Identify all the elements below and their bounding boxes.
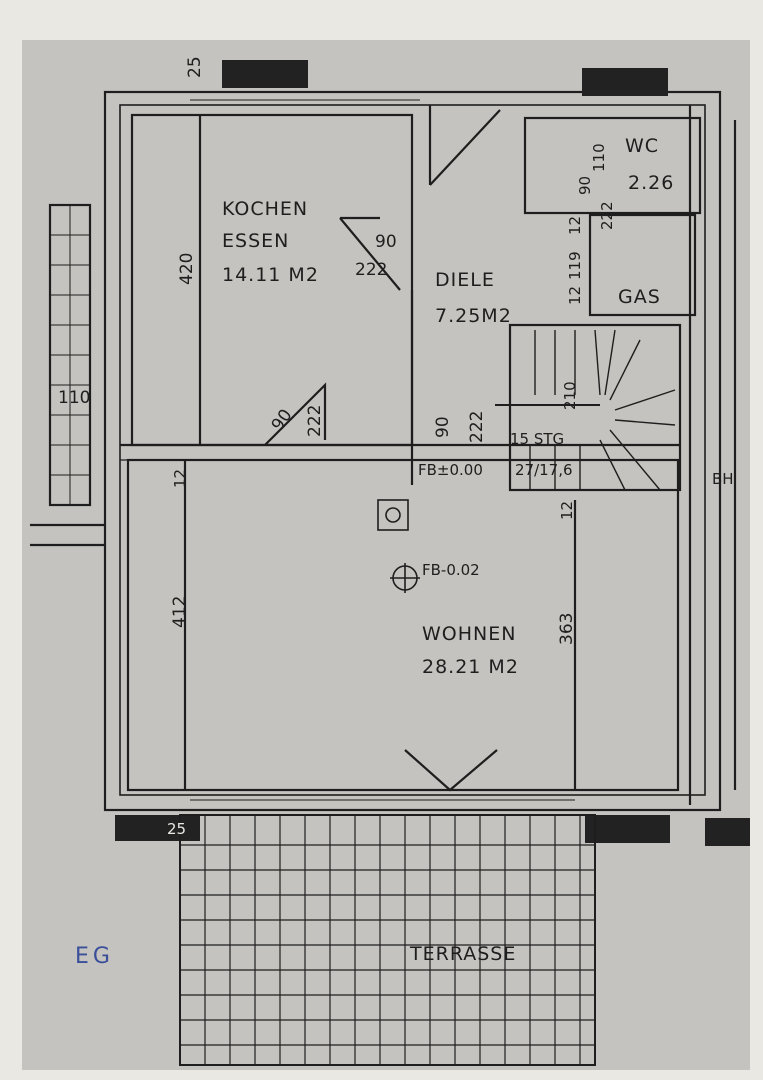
dim-left-110: 110 xyxy=(58,388,90,408)
wc-name: WC xyxy=(625,135,659,157)
wc-area: 2.26 xyxy=(628,172,674,194)
dim-kitchen-door-w: 90 xyxy=(375,232,397,252)
terrasse-name: TERRASSE xyxy=(409,943,516,965)
dim-wc-222: 222 xyxy=(598,201,616,230)
stair-steps: 15 STG xyxy=(510,430,564,448)
terrace-door xyxy=(404,749,498,792)
vent-bottom-right xyxy=(585,815,670,843)
terrace-grid xyxy=(179,814,596,1066)
dim-inner-door-h: 222 xyxy=(305,405,325,437)
wc-room-outline xyxy=(523,116,702,215)
dim-wall-12-right: 12 xyxy=(558,501,576,520)
diele-area: 7.25M2 xyxy=(435,305,512,327)
dim-stair-210: 210 xyxy=(561,381,579,410)
diele-name: DIELE xyxy=(435,269,495,291)
dim-wc-12b: 12 xyxy=(566,286,584,305)
plan-sheet xyxy=(22,40,750,1070)
dim-wall-12-left: 12 xyxy=(171,469,189,488)
vents xyxy=(115,60,750,846)
wohnen-area: 28.21 M2 xyxy=(422,656,519,678)
stair-outline xyxy=(508,323,682,492)
inner-door-swing xyxy=(264,382,327,446)
dim-living-height: 412 xyxy=(170,596,190,628)
level-fb-002: FB-0.02 xyxy=(422,561,480,579)
vent-bottom-left xyxy=(115,815,200,841)
gas-name: GAS xyxy=(618,286,661,308)
stair-treads xyxy=(495,329,676,491)
chimney-icon xyxy=(377,499,409,531)
dim-top-25: 25 xyxy=(185,56,205,78)
dim-kitchen-height: 420 xyxy=(177,253,197,285)
kitchen-door-swing xyxy=(339,216,401,291)
level-symbols xyxy=(377,499,420,593)
left-stair-grid xyxy=(50,205,90,505)
kitchen-area: 14.11 M2 xyxy=(222,264,319,286)
wohnen-name: WOHNEN xyxy=(422,623,516,645)
vent-bottom-far-right xyxy=(705,818,750,846)
vent-top-left xyxy=(222,60,308,88)
dim-diele-door-w: 90 xyxy=(433,416,453,438)
entrance-door-swing xyxy=(429,109,501,186)
dim-wc-119: 119 xyxy=(566,251,584,280)
level-fb-000: FB±0.00 xyxy=(418,461,483,479)
dim-bottom-25: 25 xyxy=(167,820,186,838)
dim-wc-90: 90 xyxy=(576,176,594,195)
vent-top-right xyxy=(582,68,668,96)
dim-wc-110: 110 xyxy=(590,143,608,172)
living-room-outline xyxy=(126,458,680,792)
gas-room-outline xyxy=(588,213,697,317)
floor-label: EG xyxy=(75,944,114,969)
outer-wall xyxy=(103,90,722,812)
bh-label: BH xyxy=(712,470,734,488)
kitchen-name-line1: KOCHEN xyxy=(222,198,308,220)
stair-ratio: 27/17,6 xyxy=(515,461,573,479)
kitchen-name-line2: ESSEN xyxy=(222,230,289,252)
dim-diele-door-h: 222 xyxy=(467,411,487,443)
inner-outer-wall xyxy=(119,104,706,796)
dim-wc-12: 12 xyxy=(566,216,584,235)
dim-living-right: 363 xyxy=(557,613,577,645)
dim-kitchen-door-h: 222 xyxy=(355,260,387,280)
